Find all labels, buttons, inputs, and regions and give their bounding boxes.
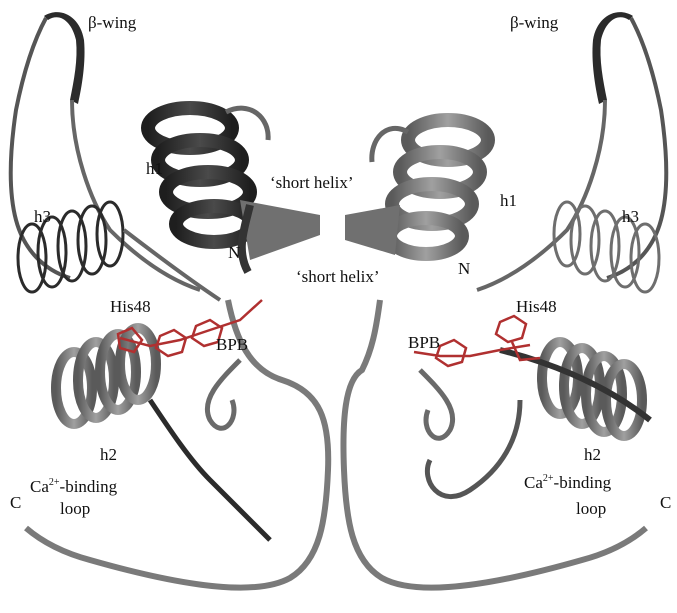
right-inner-loop [420, 370, 453, 438]
left-ca-text: Ca [30, 477, 49, 496]
left-h3-label: h3 [34, 208, 51, 225]
right-c-terminus-label: C [660, 494, 671, 511]
right-h3-helix [554, 202, 659, 292]
right-loop-label: loop [576, 500, 606, 517]
left-monomer [11, 12, 329, 587]
right-h2-label: h2 [584, 446, 601, 463]
right-beta-wing-strand-2 [477, 100, 605, 290]
right-short-helix [345, 205, 400, 255]
right-bpb-label: BPB [408, 334, 440, 351]
left-n-terminus-label: N [228, 244, 240, 261]
right-ca-loop [427, 400, 520, 497]
right-h3-label: h3 [622, 208, 639, 225]
left-loop-label: loop [60, 500, 90, 517]
left-binding-text: -binding [60, 477, 118, 496]
left-beta-wing [44, 12, 85, 104]
left-c-terminus-label: C [10, 494, 21, 511]
right-his48-label: His48 [516, 298, 557, 315]
right-beta-wing [592, 12, 633, 104]
right-n-terminus-label: N [458, 260, 470, 277]
right-lower-loop [343, 300, 646, 588]
left-his48-label: His48 [110, 298, 151, 315]
right-h1-helix [390, 120, 488, 254]
left-short-helix-label: ‘short helix’ [270, 174, 354, 191]
right-ca-text: Ca [524, 473, 543, 492]
right-monomer [343, 12, 666, 587]
right-binding-text: -binding [554, 473, 612, 492]
right-beta-wing-label: β-wing [510, 14, 558, 31]
left-h2-label: h2 [100, 446, 117, 463]
right-ca-superscript: 2+ [543, 473, 554, 484]
right-ca-binding-label: Ca2+-binding [524, 474, 611, 491]
left-ca-superscript: 2+ [49, 477, 60, 488]
left-inner-loop [207, 360, 240, 428]
left-beta-wing-strand-2 [72, 100, 200, 290]
left-ca-binding-label: Ca2+-binding [30, 478, 117, 495]
left-h1-helix [148, 108, 252, 242]
right-short-helix-label: ‘short helix’ [296, 268, 380, 285]
right-h2-helix [542, 342, 642, 436]
left-beta-wing-label: β-wing [88, 14, 136, 31]
right-h1-label: h1 [500, 192, 517, 209]
left-bpb-label: BPB [216, 336, 248, 353]
left-h1-label: h1 [146, 160, 163, 177]
